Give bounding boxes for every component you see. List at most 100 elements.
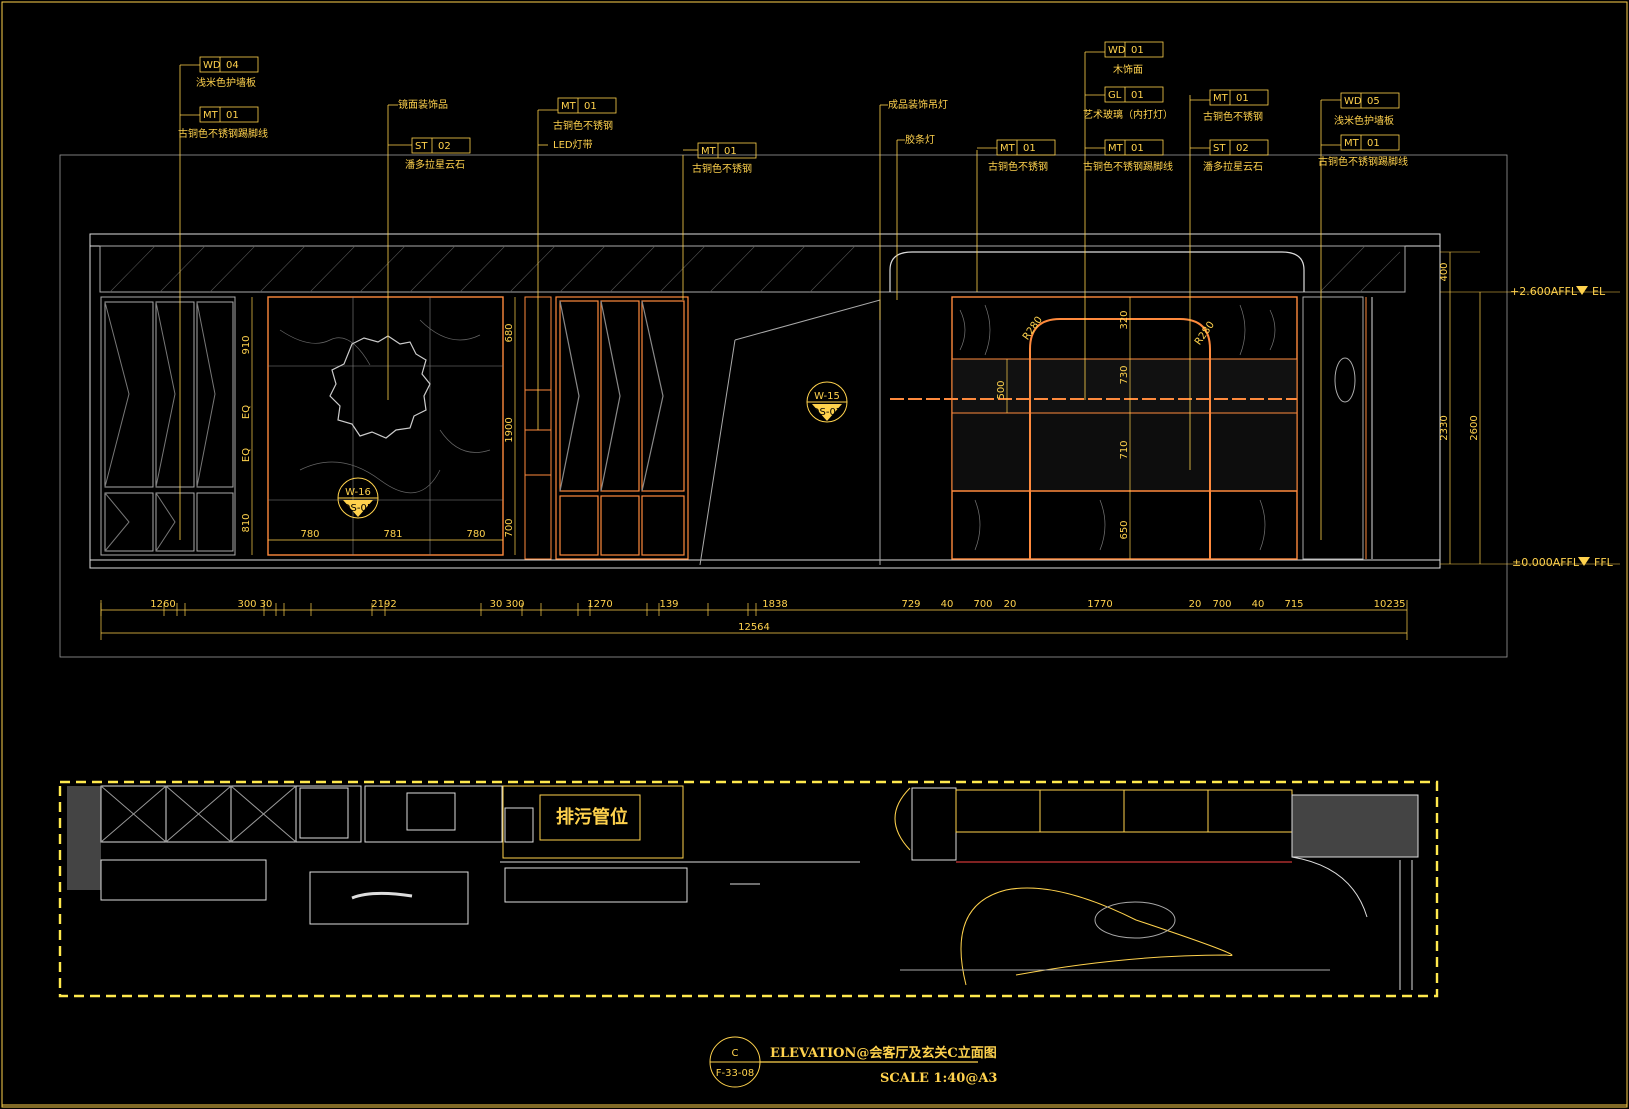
left-cabinet xyxy=(100,296,236,556)
dim-chain-label: 1270 xyxy=(587,599,612,610)
dim-total: 12564 xyxy=(738,622,770,633)
mirror-ornament xyxy=(329,335,431,439)
tag-9-code: MT xyxy=(1000,143,1016,154)
right-door xyxy=(1302,296,1373,560)
tag-4-num: 01 xyxy=(584,101,597,112)
tag-11-code: GL xyxy=(1108,90,1122,101)
tag-6-num: 01 xyxy=(724,146,737,157)
tag-16-code: MT xyxy=(1344,138,1360,149)
marker-w16-top: W-16 xyxy=(345,487,371,498)
dim-height-2: 2600 xyxy=(1469,415,1480,440)
leader-lines xyxy=(179,51,1341,540)
dim-chain-label: 10 xyxy=(1374,599,1387,610)
drainage-note: 排污管位 xyxy=(556,806,628,828)
tag-6-code: MT xyxy=(701,146,717,157)
plan-cabinets-top xyxy=(100,785,684,859)
dim-vr-5: R280 xyxy=(1021,315,1045,343)
tag-1-code: MT xyxy=(203,110,219,121)
tag-16-desc: 古铜色不锈钢踢脚线 xyxy=(1318,155,1408,168)
level-top-label: EL xyxy=(1592,285,1606,298)
tag-3-code: ST xyxy=(415,141,428,152)
dim-inner-0: 780 xyxy=(300,529,319,540)
dim-chain-label: 715 xyxy=(1284,599,1303,610)
dim-chain-label: 700 xyxy=(1212,599,1231,610)
tag-13-desc: 古铜色不锈钢 xyxy=(1203,110,1263,123)
viewport-frame xyxy=(59,154,1508,658)
tag-13-num: 01 xyxy=(1236,93,1249,104)
dim-height-0: 400 xyxy=(1439,262,1450,281)
inner-dimensions: 780 781 780 910 EQ EQ 810 680 1900 700 3… xyxy=(241,297,1217,559)
drawing-title: ELEVATION@会客厅及玄关C立面图 xyxy=(770,1045,997,1061)
level-bottom: ±0.000AFFL xyxy=(1512,556,1580,569)
title-marker-letter: C xyxy=(732,1048,739,1059)
marker-w15-top: W-15 xyxy=(814,391,840,402)
elevation-view: WD 04 MT 01 ST 02 MT 01 MT 01 MT 01 WD 0… xyxy=(89,41,1620,640)
dim-vr-0: 320 xyxy=(1119,310,1130,329)
tag-12-desc: 古铜色不锈钢踢脚线 xyxy=(1083,160,1173,173)
dim-inner-2: 780 xyxy=(466,529,485,540)
tag-15-num: 05 xyxy=(1367,96,1380,107)
dim-chain-label: 20 xyxy=(1189,599,1202,610)
tag-8-desc: 胶条灯 xyxy=(905,133,935,146)
tag-15-code: WD xyxy=(1344,96,1362,107)
dim-inner-1: 781 xyxy=(383,529,402,540)
ceiling-hatch xyxy=(109,245,1401,293)
tag-6-desc: 古铜色不锈钢 xyxy=(692,162,752,175)
dim-chain-label: 700 xyxy=(973,599,992,610)
tag-0-desc: 浅米色护墙板 xyxy=(196,76,256,89)
marble-feature-wall xyxy=(267,296,504,556)
height-dimensions: 400 2330 2600 +2.600AFFL EL ±0.000AFFL F… xyxy=(1439,251,1620,569)
tag-12-num: 01 xyxy=(1131,143,1144,154)
level-top: +2.600AFFL xyxy=(1510,285,1578,298)
floor-line xyxy=(89,559,1441,569)
plan-cabinets-bottom xyxy=(100,859,860,925)
ceiling-line xyxy=(89,233,1441,247)
dim-vr-4: 500 xyxy=(996,380,1007,399)
tag-1-num: 01 xyxy=(226,110,239,121)
tag-4-desc: 古铜色不锈钢 xyxy=(553,119,613,132)
tag-11-desc: 艺术玻璃（内打灯） xyxy=(1083,108,1173,121)
tag-10-num: 01 xyxy=(1131,45,1144,56)
dim-chain-label: 1260 xyxy=(150,599,175,610)
dim-vr-3: 650 xyxy=(1119,520,1130,539)
tag-7-desc: 成品装饰吊灯 xyxy=(888,98,948,111)
plan-wall-block xyxy=(67,786,101,890)
dim-chain-label: 1770 xyxy=(1087,599,1112,610)
dim-chain-label: 40 xyxy=(1252,599,1265,610)
entry-wall xyxy=(734,299,881,565)
plan-right-edge xyxy=(1399,860,1413,990)
dim-chain-label: 30 xyxy=(260,599,273,610)
tag-1-desc: 古铜色不锈钢踢脚线 xyxy=(178,127,268,140)
dim-chain-label: 300 xyxy=(237,599,256,610)
ceiling-hatch-zone xyxy=(99,245,1406,293)
dim-vr-1: 730 xyxy=(1119,365,1130,384)
drawing-scale: SCALE 1:40@A3 xyxy=(880,1071,997,1086)
dim-chain-label: 1838 xyxy=(762,599,787,610)
tag-10-code: WD xyxy=(1108,45,1126,56)
tag-16-num: 01 xyxy=(1367,138,1380,149)
tag-3-num: 02 xyxy=(438,141,451,152)
center-cabinet xyxy=(555,296,689,560)
dim-vl-1: EQ xyxy=(241,405,252,419)
dim-vm-0: 680 xyxy=(504,323,515,342)
dim-chain-label: 139 xyxy=(659,599,678,610)
tag-11-num: 01 xyxy=(1131,90,1144,101)
dim-chain-label: 729 xyxy=(901,599,920,610)
plan-right-zone xyxy=(894,787,1419,986)
tag-13-code: MT xyxy=(1213,93,1229,104)
tag-9-desc: 古铜色不锈钢 xyxy=(988,160,1048,173)
plan-view: 排污管位 xyxy=(58,780,1439,998)
dim-chain-label: 2192 xyxy=(371,599,396,610)
tag-14-code: ST xyxy=(1213,143,1226,154)
title-block: C F-33-08 ELEVATION@会客厅及玄关C立面图 SCALE 1:4… xyxy=(709,1036,997,1088)
tag-15-desc: 浅米色护墙板 xyxy=(1334,114,1394,127)
right-feature-wall xyxy=(890,296,1298,560)
dim-chain-label: 30 xyxy=(490,599,503,610)
tag-0-code: WD xyxy=(203,60,221,71)
dim-vr-6: R280 xyxy=(1193,320,1217,348)
tag-boxes xyxy=(199,41,1400,159)
dim-vl-0: 910 xyxy=(241,335,252,354)
dim-vl-3: 810 xyxy=(241,513,252,532)
tag-14-num: 02 xyxy=(1236,143,1249,154)
